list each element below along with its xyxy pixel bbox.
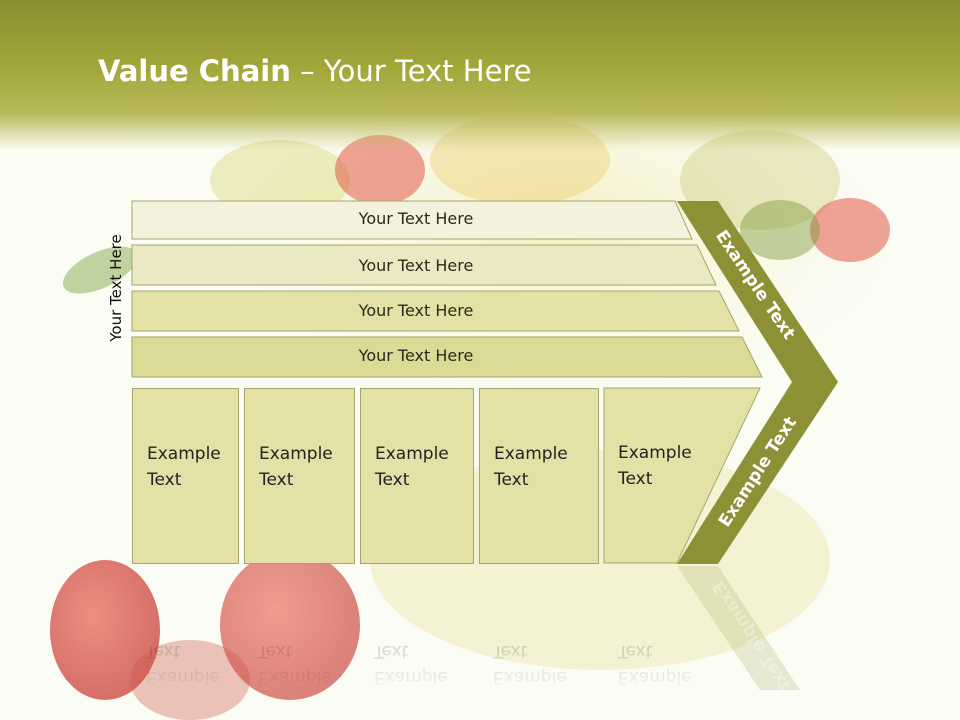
- arrow-lower-shape: [677, 382, 838, 564]
- column-2: Example Text: [244, 388, 355, 564]
- column-5: Example Text: [604, 388, 754, 564]
- bar-1-label: Your Text Here: [358, 209, 474, 228]
- column-5-shape: [603, 387, 761, 564]
- column-3-reflection-text: Example Text: [374, 641, 448, 687]
- column-3-text: Example Text: [375, 444, 449, 490]
- column-1-reflection: Example Text: [132, 600, 239, 700]
- column-2-reflection: Example Text: [244, 600, 355, 700]
- column-1-text: Example Text: [147, 444, 221, 490]
- title-bold: Value Chain: [98, 54, 291, 88]
- column-2-text: Example Text: [259, 444, 333, 490]
- bar-3-shape: [131, 290, 740, 332]
- column-5-reflection-text: Example Text: [618, 641, 692, 687]
- column-2-reflection-text: Example Text: [258, 641, 332, 687]
- arrow-upper-shape: [677, 201, 838, 382]
- column-4-reflection: Example Text: [479, 600, 599, 700]
- bar-2-shape: [131, 244, 717, 286]
- title-banner: [0, 0, 960, 150]
- arrow-reflection-shape: [677, 566, 800, 690]
- column-4: Example Text: [479, 388, 599, 564]
- column-4-text: Example Text: [494, 444, 568, 490]
- column-5-reflection: Example Text: [604, 600, 724, 700]
- column-3: Example Text: [360, 388, 474, 564]
- bar-3-label: Your Text Here: [358, 301, 474, 320]
- column-1-reflection-text: Example Text: [146, 641, 220, 687]
- bar-4-shape: [131, 336, 763, 378]
- title-rest: – Your Text Here: [290, 54, 532, 88]
- bar-2-label: Your Text Here: [358, 256, 474, 275]
- column-5-text: Example Text: [618, 443, 692, 489]
- bar-4-label: Your Text Here: [358, 346, 474, 365]
- column-4-reflection-text: Example Text: [493, 641, 567, 687]
- page-title: Value Chain – Your Text Here: [98, 54, 532, 88]
- bar-1-shape: [131, 200, 693, 240]
- column-3-reflection: Example Text: [360, 600, 474, 700]
- column-1: Example Text: [132, 388, 239, 564]
